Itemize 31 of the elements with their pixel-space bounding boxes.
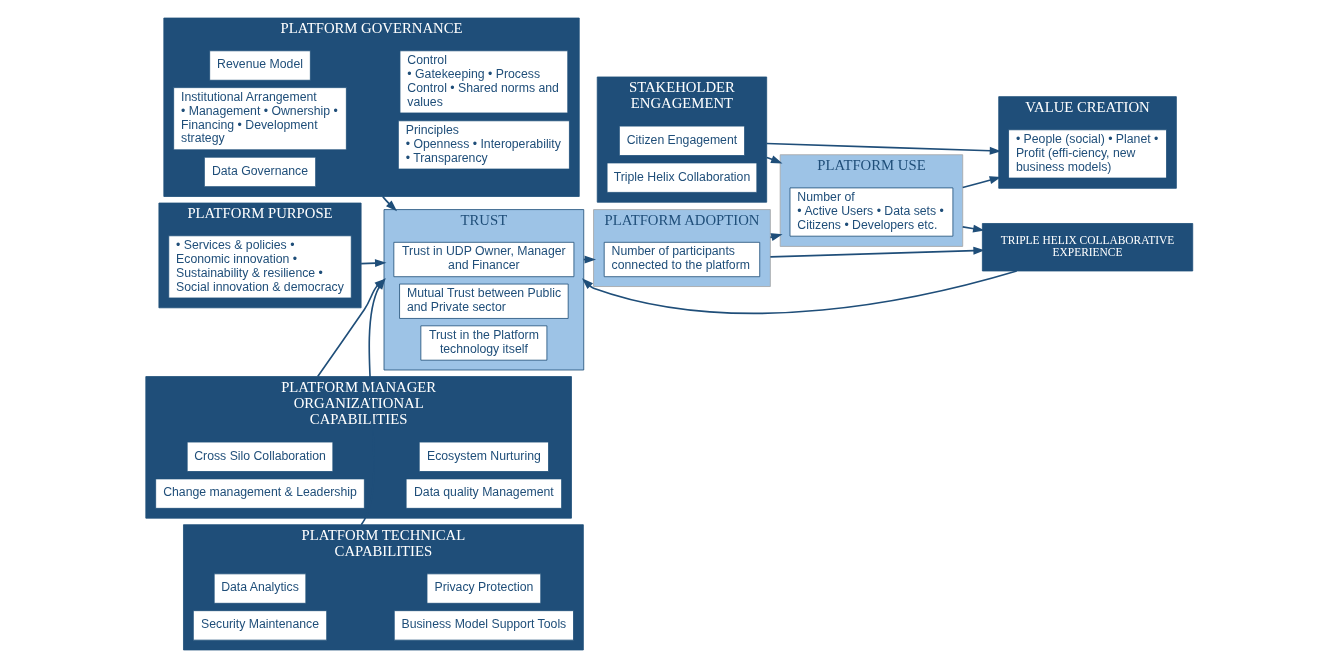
arrow bbox=[381, 195, 398, 212]
node-box: • People (social) • Planet • Profit (effi-ciency, new business models) bbox=[1008, 129, 1167, 179]
node-box: Control • Gatekeeping • Process Control • Shared norms and values bbox=[399, 50, 569, 114]
node-box: Revenue Model bbox=[209, 50, 311, 81]
arrow bbox=[769, 233, 783, 241]
node-box: Principles • Openness • Interoperability • Transparency bbox=[397, 120, 570, 170]
arrow bbox=[581, 270, 1018, 315]
node-box: Number of participants connected to the platform bbox=[603, 241, 761, 278]
node-box: Business Model Support Tools bbox=[393, 610, 574, 641]
node-box: Data Analytics bbox=[213, 573, 307, 604]
node-box: Privacy Protection bbox=[426, 573, 542, 604]
arrow bbox=[765, 155, 783, 164]
node-box: • Services & policies • Economic innovation • Sustainability & resilience • Social innovation & democracy bbox=[168, 235, 352, 299]
arrow bbox=[769, 246, 985, 258]
arrow bbox=[765, 142, 1002, 155]
node-box: Change management & Leadership bbox=[155, 478, 365, 509]
node-box: Institutional Arrangement • Management • Ownership • Financing • Development strategy bbox=[173, 87, 347, 151]
node-box: Trust in the Platform technology itself bbox=[420, 325, 548, 361]
node-box: Security Maintenance bbox=[192, 610, 328, 641]
node-box: Triple Helix Collaboration bbox=[606, 162, 758, 193]
node-box: TRIPLE HELIX COLLABORATIVE EXPERIENCE bbox=[981, 223, 1194, 272]
node-box: Ecosystem Nurturing bbox=[418, 441, 549, 472]
node-box: Cross Silo Collaboration bbox=[186, 441, 334, 472]
node-box: Data Governance bbox=[203, 156, 317, 188]
arrow bbox=[961, 224, 985, 233]
node-box: Trust in UDP Owner, Manager and Financer bbox=[393, 241, 575, 278]
node-box: Data quality Management bbox=[405, 478, 563, 509]
node-box: Mutual Trust between Public and Private sector bbox=[399, 283, 569, 319]
node-box: Citizen Engagement bbox=[618, 125, 745, 156]
node-box: Number of • Active Users • Data sets • Citizens • Developers etc. bbox=[789, 187, 954, 237]
arrow bbox=[961, 176, 1002, 189]
